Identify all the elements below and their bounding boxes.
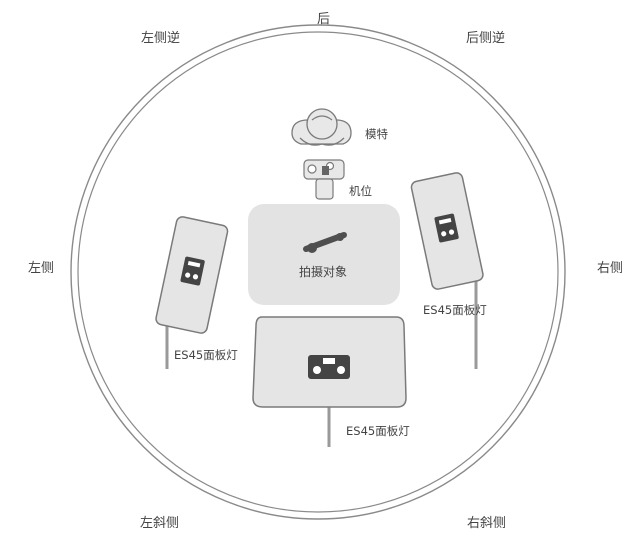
direction-front-left: 左斜侧 [140,516,180,531]
front-light-label: ES45面板灯 [346,424,410,438]
direction-back-left: 左侧逆 [141,31,181,46]
camera-label: 机位 [349,184,372,198]
direction-left: 左侧 [28,261,55,276]
camera-icon [303,159,345,200]
target-icon [303,232,347,253]
left-light-label: ES45面板灯 [174,348,238,362]
front-panel-light [252,316,407,447]
direction-back-right: 后侧逆 [466,31,506,46]
direction-front-right: 右斜侧 [467,516,507,531]
target-label: 拍摄对象 [299,265,348,279]
model-label: 模特 [365,127,388,141]
right-light-label: ES45面板灯 [423,303,487,317]
direction-back: 后 [317,12,331,27]
target-box [248,204,400,305]
inner-ring [77,31,559,513]
outer-ring [70,24,566,520]
right-panel-light [410,172,484,369]
direction-right: 右侧 [597,261,624,276]
model-icon [291,108,352,146]
left-panel-light [155,216,229,369]
